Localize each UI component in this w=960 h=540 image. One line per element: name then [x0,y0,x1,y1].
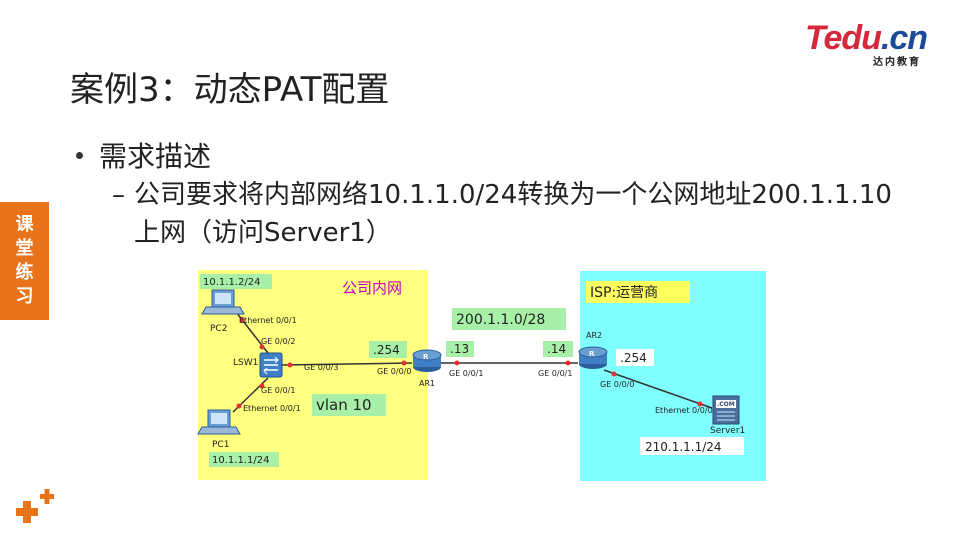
ar1-wan-ip: .13 [450,342,469,356]
svg-text:R: R [589,350,595,358]
port-dot [236,403,242,409]
pc2-ip: 10.1.1.2/24 [203,277,260,288]
port-pc1-label: Ethernet 0/0/1 [243,404,301,413]
side-tag-practice: 课 堂 练 习 [0,202,49,320]
port-ar2-left-label: GE 0/0/1 [538,369,572,378]
port-lsw-right-label: GE 0/0/3 [304,363,338,372]
public-net-bg [452,308,566,330]
isp-zone-title-bg [586,281,690,303]
ar1-ip: .254 [373,343,400,357]
ar1-name: AR1 [419,379,435,388]
port-server-label: Ethernet 0/0/0 [655,406,713,415]
pc2-ip-bg [200,274,272,289]
server-badge: .COM [717,401,735,408]
ar2-wan-ip: .14 [547,342,566,356]
port-dot [454,360,460,366]
link-ar2-server [603,369,713,409]
sub-bullet-text2: 上网（访问Server1） [134,218,392,248]
port-ar1-left-label: GE 0/0/0 [377,367,411,376]
port-lsw-down-label: GE 0/0/1 [261,386,295,395]
port-dot [565,360,571,366]
vlan-label: vlan 10 [316,396,372,414]
sub-bullet-text1: 公司要求将内部网络10.1.1.0/24转换为一个公网地址200.1.1.10 [134,180,892,210]
port-lsw-up-label: GE 0/0/2 [261,337,295,346]
side-tag-char: 课 [15,214,34,235]
router-ar1-icon: R [412,349,442,372]
pc1-ip: 10.1.1.1/24 [212,455,269,466]
port-dot [287,362,293,368]
switch-icon [259,352,283,378]
side-tag-char: 练 [15,262,34,283]
port-pc2-label: Ethernet 0/0/1 [239,316,297,325]
port-dot [259,344,265,350]
pc1-ip-bg [209,452,279,467]
plus-decoration-icon [16,489,54,523]
bullet-item: 需求描述 [76,135,211,175]
logo-main-text: Tedu [805,19,882,57]
pc1-computer-icon [197,409,241,435]
pc1-name: PC1 [212,440,229,450]
side-tag-char: 习 [15,286,34,307]
pc2-computer-icon [201,289,245,315]
slide-title: 案例3：动态PAT配置 [70,70,390,110]
server-icon [712,395,740,425]
port-dot [259,383,265,389]
server-ip-bg [640,437,744,455]
link-lsw1-ar1 [281,362,413,366]
port-ar2-down-label: GE 0/0/0 [600,380,634,389]
side-tag-char: 堂 [15,238,34,259]
public-net-label: 200.1.1.0/28 [456,312,545,328]
tedu-logo: Tedu.cn 达内教育 [805,20,935,70]
port-ar1-right-label: GE 0/0/1 [449,369,483,378]
svg-text:R: R [423,353,429,361]
port-dot [401,360,407,366]
company-zone [198,270,428,480]
lsw1-name: LSW1 [233,358,258,368]
ar2-lan-ip-bg [616,349,654,366]
vlan-bg [312,394,386,416]
dash-icon: – [112,180,125,210]
bullet-dot [76,151,83,159]
sub-bullet-line1: –公司要求将内部网络10.1.1.0/24转换为一个公网地址200.1.1.10 [112,178,892,212]
port-dot [239,317,245,323]
server-name: Server1 [710,426,745,436]
port-dot [697,401,703,407]
isp-zone-title: ISP:运营商 [590,285,658,301]
logo-domain-text: .cn [880,19,928,57]
ar2-wan-ip-bg [543,341,573,357]
pc2-name: PC2 [210,324,227,334]
ar2-name: AR2 [586,331,602,340]
ar1-ip-bg [369,341,407,358]
company-zone-title: 公司内网 [342,279,402,297]
ar2-lan-ip: .254 [620,351,647,365]
ar1-wan-ip-bg [446,341,474,357]
port-dot [611,371,617,377]
logo-sub-text: 达内教育 [873,57,921,68]
bullet-text: 需求描述 [99,140,212,173]
server-ip: 210.1.1.1/24 [645,440,722,454]
router-ar2-icon: R [578,346,608,369]
